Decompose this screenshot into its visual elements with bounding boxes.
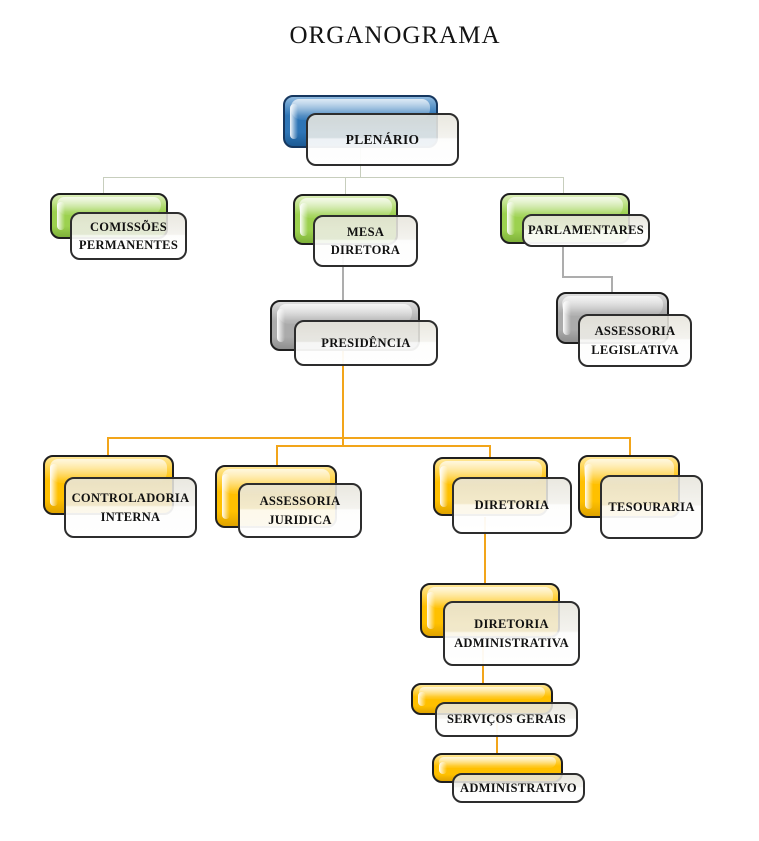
- node-plenario-label: PLENÁRIO: [306, 113, 459, 166]
- node-presidencia-text: PRESIDÊNCIA: [321, 335, 411, 350]
- connector-drop-parlamentares: [563, 177, 564, 194]
- connector-drop-diretoria: [489, 447, 491, 458]
- node-servicos-gerais-label: SERVIÇOS GERAIS: [435, 702, 578, 737]
- connector-level3-bus-outer: [107, 437, 631, 439]
- node-tesouraria-text: TESOURARIA: [608, 499, 695, 514]
- connector-drop-comissoes: [103, 177, 104, 194]
- connector-parlamentares-elbow-v1: [562, 247, 564, 277]
- connector-drop-juridica: [276, 447, 278, 466]
- connector-drop-controladoria: [107, 439, 109, 456]
- connector-level1-bus: [103, 177, 564, 178]
- node-administrativo-label: ADMINISTRATIVO: [452, 773, 585, 803]
- node-assessoria-legislativa-text: ASSESSORIA LEGISLATIVA: [591, 324, 679, 357]
- node-diretoria-administrativa-label: DIRETORIA ADMINISTRATIVA: [443, 601, 580, 666]
- connector-level3-bus-inner: [276, 445, 491, 447]
- connector-mesa-presidencia: [342, 245, 344, 301]
- connector-diretoria-diradmin: [484, 517, 486, 583]
- node-comissoes-permanentes-text: COMISSÕES PERMANENTES: [78, 219, 179, 252]
- node-mesa-diretora-text: MESA DIRETORA: [330, 224, 401, 257]
- chart-title: ORGANOGRAMA: [289, 22, 501, 49]
- node-parlamentares-text: PARLAMENTARES: [528, 223, 644, 238]
- node-administrativo-text: ADMINISTRATIVO: [460, 780, 577, 795]
- node-comissoes-permanentes-label: COMISSÕES PERMANENTES: [70, 212, 187, 260]
- node-parlamentares-label: PARLAMENTARES: [522, 214, 650, 247]
- node-assessoria-legislativa-label: ASSESSORIA LEGISLATIVA: [578, 314, 692, 367]
- node-diretoria-label: DIRETORIA: [452, 477, 572, 534]
- node-assessoria-juridica-text: ASSESSORIA JURIDICA: [259, 494, 341, 527]
- node-servicos-gerais-text: SERVIÇOS GERAIS: [446, 712, 567, 727]
- connector-parlamentares-elbow-v2: [611, 276, 613, 293]
- connector-parlamentares-elbow-h: [562, 276, 613, 278]
- connector-presidencia-stem: [342, 350, 344, 446]
- node-plenario-text: PLENÁRIO: [345, 131, 420, 147]
- node-presidencia-label: PRESIDÊNCIA: [294, 320, 438, 366]
- connector-drop-tesouraria: [629, 439, 631, 456]
- connector-drop-mesa: [345, 177, 346, 195]
- node-controladoria-interna-label: CONTROLADORIA INTERNA: [64, 477, 197, 538]
- node-diretoria-text: DIRETORIA: [474, 498, 550, 513]
- node-assessoria-juridica-label: ASSESSORIA JURIDICA: [238, 483, 362, 538]
- node-diretoria-administrativa-text: DIRETORIA ADMINISTRATIVA: [454, 617, 569, 650]
- node-mesa-diretora-label: MESA DIRETORA: [313, 215, 418, 267]
- node-controladoria-interna-text: CONTROLADORIA INTERNA: [71, 491, 190, 524]
- node-tesouraria-label: TESOURARIA: [600, 475, 703, 539]
